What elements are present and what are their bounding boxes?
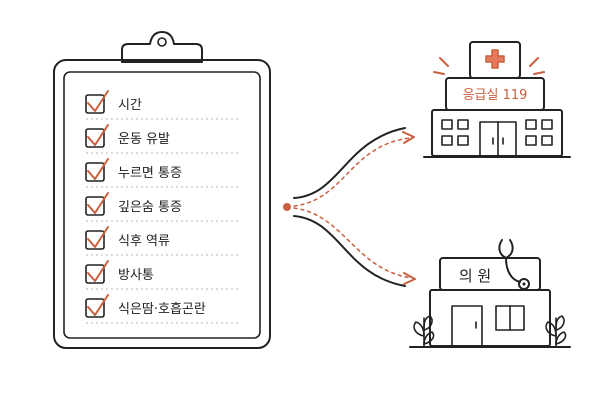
check-mark-icon — [87, 192, 109, 214]
arrow-to-emergency-solid — [293, 127, 406, 199]
branch-arrows — [283, 127, 416, 287]
emergency-building-body — [431, 109, 563, 157]
checklist-item: 방사통 — [85, 260, 240, 290]
er-window — [457, 135, 469, 146]
er-window — [441, 119, 453, 130]
check-mark-icon — [87, 260, 109, 282]
checklist-item-label: 식후 역류 — [118, 234, 170, 249]
checklist-item: 운동 유발 — [85, 124, 240, 154]
emergency-sign-text: 응급실 119 — [463, 88, 528, 103]
check-mark-icon — [87, 226, 109, 248]
plant-right — [545, 315, 567, 347]
check-mark-icon — [87, 294, 109, 316]
clinic-building-body — [429, 289, 551, 347]
checkbox — [85, 128, 105, 148]
arrow-to-clinic-solid — [293, 215, 406, 287]
clinic-building: 의 원 — [409, 239, 571, 348]
er-window — [525, 119, 537, 130]
clipboard-clip — [121, 31, 203, 63]
stethoscope-icon — [498, 239, 530, 290]
arrow-to-emergency-head — [402, 131, 415, 144]
emergency-room-building: 응급실 119 — [423, 41, 571, 158]
er-window — [541, 119, 553, 130]
checkbox — [85, 162, 105, 182]
clinic-sign-text: 의 원 — [459, 267, 491, 285]
check-mark-icon — [87, 124, 109, 146]
checklist-item-label: 운동 유발 — [118, 132, 170, 147]
plant-left — [413, 315, 435, 347]
checklist-item: 시간 — [85, 90, 240, 120]
medical-cross-icon — [485, 49, 505, 69]
checklist-item-label: 식은땀·호흡곤란 — [118, 302, 206, 317]
branch-origin-dot — [283, 203, 291, 211]
check-mark-icon — [87, 90, 109, 112]
check-mark-icon — [87, 158, 109, 180]
clinic-door — [451, 305, 483, 347]
checkbox — [85, 230, 105, 250]
checklist-item: 누르면 통증 — [85, 158, 240, 188]
checklist-item-label: 시간 — [118, 98, 142, 113]
checklist-item-label: 깊은숨 통증 — [118, 200, 182, 215]
checklist-item: 깊은숨 통증 — [85, 192, 240, 222]
checkbox — [85, 94, 105, 114]
checklist-item-label: 방사통 — [118, 268, 154, 283]
er-window — [441, 135, 453, 146]
er-window — [457, 119, 469, 130]
checklist-item-label: 누르면 통증 — [118, 166, 182, 181]
clipboard — [53, 31, 271, 349]
checkbox — [85, 298, 105, 318]
arrow-to-clinic-dashed — [293, 207, 413, 279]
clipboard-paper — [63, 71, 261, 339]
checkbox — [85, 264, 105, 284]
arrow-to-emergency-dashed — [293, 137, 411, 207]
clipboard-board-outer — [53, 59, 271, 349]
checkbox — [85, 196, 105, 216]
clipboard-clip-hole — [157, 37, 167, 47]
er-window — [525, 135, 537, 146]
checklist-item: 식후 역류 — [85, 226, 240, 256]
emphasis-lines — [433, 57, 545, 75]
checklist-item: 식은땀·호흡곤란 — [85, 294, 240, 324]
er-window — [541, 135, 553, 146]
arrow-to-clinic-head — [403, 272, 416, 285]
